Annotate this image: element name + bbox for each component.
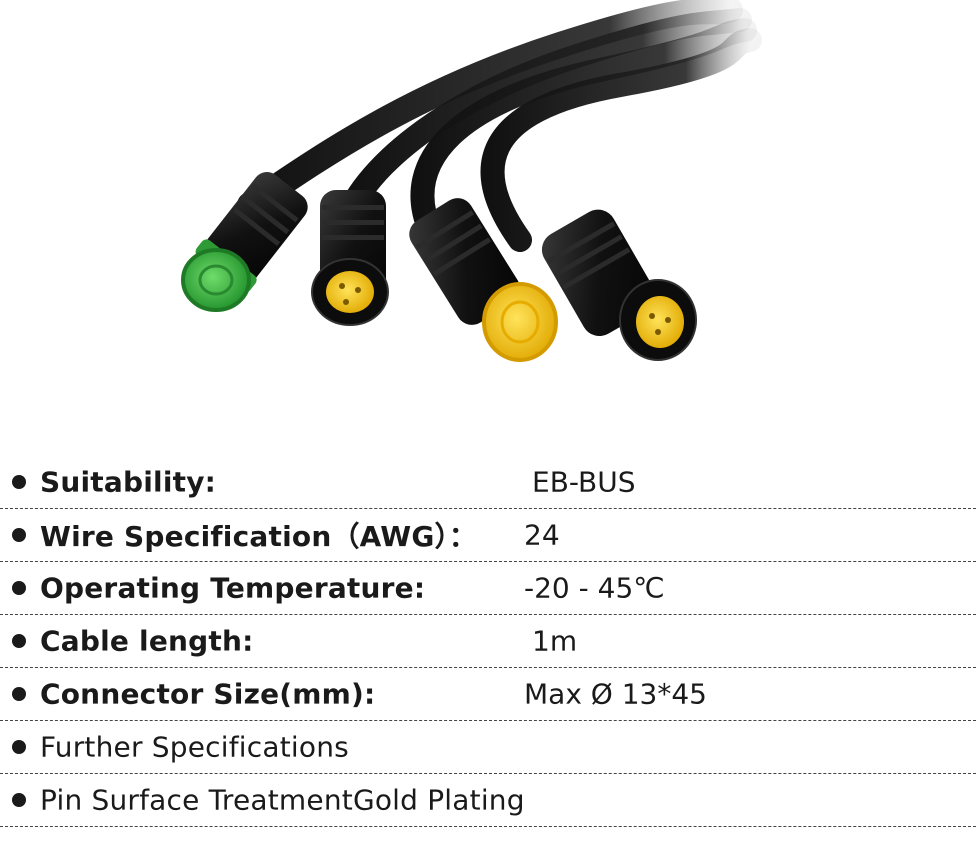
bullet-icon — [12, 581, 26, 595]
spec-value: -20 - 45℃ — [524, 571, 665, 605]
spec-value: 24 — [524, 518, 560, 552]
spec-row-further-specifications: Further Specifications — [0, 721, 976, 774]
bullet-icon — [12, 528, 26, 542]
product-photo — [181, 0, 762, 362]
spec-label: Further Specifications — [40, 730, 349, 764]
spec-label: Cable length: — [40, 624, 254, 658]
yellow-female-connector-small — [311, 190, 389, 326]
spec-value: Max Ø 13*45 — [524, 677, 707, 711]
spec-row-suitability: Suitability: EB-BUS — [0, 456, 976, 509]
bullet-icon — [12, 634, 26, 648]
spec-row-pin-surface-treatment: Pin Surface TreatmentGold Plating — [0, 774, 976, 827]
cable-bundle — [237, 0, 762, 252]
green-connector — [181, 172, 308, 312]
spec-row-connector-size: Connector Size(mm): Max Ø 13*45 — [0, 668, 976, 721]
spec-value: EB-BUS — [532, 465, 636, 499]
bullet-icon — [12, 687, 26, 701]
spec-list: Suitability: EB-BUS Wire Specification（A… — [0, 456, 976, 827]
spec-label: Pin Surface TreatmentGold Plating — [40, 783, 525, 817]
spec-row-operating-temperature: Operating Temperature: -20 - 45℃ — [0, 562, 976, 615]
spec-label: Connector Size(mm): — [40, 677, 376, 711]
bullet-icon — [12, 740, 26, 754]
spec-value: 1m — [532, 624, 578, 658]
bullet-icon — [12, 475, 26, 489]
bullet-icon — [12, 793, 26, 807]
yellow-female-connector-large — [541, 209, 697, 361]
spec-label: Wire Specification（AWG）： — [40, 520, 477, 553]
spec-label: Suitability: — [40, 465, 217, 499]
spec-row-wire-specification: Wire Specification（AWG）： 24 — [0, 509, 976, 562]
yellow-male-connector — [409, 198, 558, 362]
spec-row-cable-length: Cable length: 1m — [0, 615, 976, 668]
spec-label: Operating Temperature: — [40, 571, 426, 605]
